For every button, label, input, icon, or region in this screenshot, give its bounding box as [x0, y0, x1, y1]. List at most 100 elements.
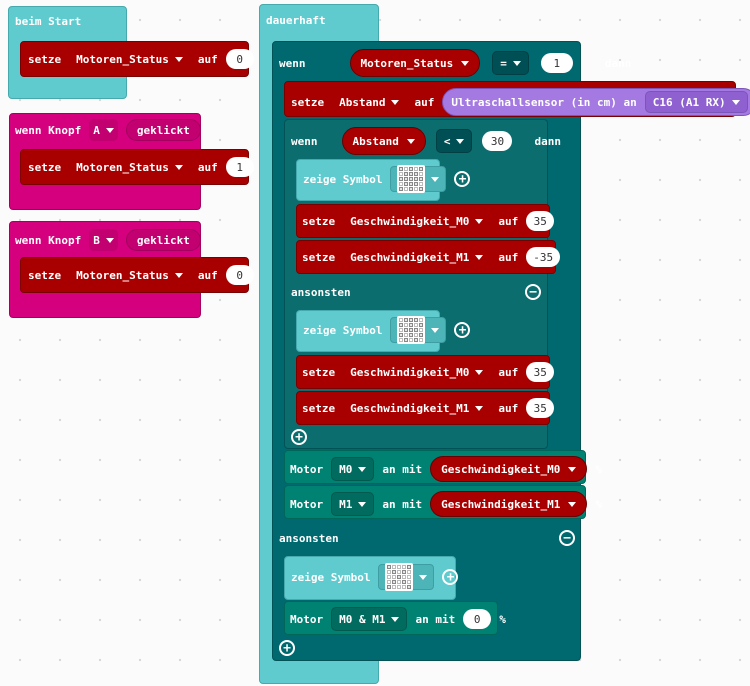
to-keyword: auf — [498, 401, 519, 415]
add-parameter-icon[interactable]: + — [454, 171, 471, 187]
value-input[interactable]: 35 — [526, 362, 555, 382]
value-input[interactable]: 1 — [225, 157, 254, 177]
value-input[interactable]: -35 — [526, 247, 561, 267]
motor-select-dropdown[interactable]: M0 & M1 — [331, 607, 408, 631]
then-keyword: dann — [534, 134, 561, 148]
dropdown-arrow-icon — [475, 254, 484, 260]
variable-dropdown[interactable]: Abstand — [332, 91, 407, 113]
motor-keyword: Motor — [290, 462, 324, 476]
to-keyword: auf — [498, 250, 519, 264]
variable-dropdown[interactable]: Motoren_Status — [69, 48, 190, 70]
sensor-label: Ultraschallsensor (in cm) an — [451, 95, 637, 109]
set-keyword: setze — [28, 160, 62, 174]
variable-name: Geschwindigkeit_M0 — [350, 214, 470, 228]
led-matrix-dropdown[interactable] — [378, 563, 435, 591]
dropdown-arrow-icon — [475, 218, 484, 224]
on-with-keyword: an mit — [415, 612, 456, 626]
motor-name: M0 — [339, 462, 353, 476]
set-keyword: setze — [291, 95, 325, 109]
event-name: geklickt — [136, 123, 190, 137]
motor-select-dropdown[interactable]: M1 — [331, 492, 375, 516]
variable-name: Geschwindigkeit_M1 — [441, 497, 561, 511]
led-matrix-icon — [397, 165, 426, 193]
operator-dropdown[interactable]: = — [492, 51, 529, 75]
variable-dropdown[interactable]: Motoren_Status — [349, 49, 481, 77]
motor-name: M1 — [339, 497, 353, 511]
button-dropdown[interactable]: A — [89, 119, 118, 141]
if-keyword: wenn — [279, 56, 306, 70]
variable-dropdown[interactable]: Geschwindigkeit_M1 — [343, 397, 491, 419]
add-else-if-icon[interactable]: + — [279, 640, 295, 656]
remove-else-icon[interactable]: − — [559, 530, 575, 546]
variable-name: Abstand — [352, 134, 399, 148]
forever-title: dauerhaft — [266, 14, 326, 27]
event-dropdown[interactable]: geklickt — [125, 119, 201, 141]
led-matrix-icon — [385, 563, 414, 591]
variable-dropdown[interactable]: Geschwindigkeit_M0 — [430, 456, 588, 482]
dropdown-arrow-icon — [431, 176, 440, 182]
show-symbol-label: zeige Symbol — [303, 172, 383, 186]
dropdown-arrow-icon — [431, 327, 440, 333]
to-keyword: auf — [197, 268, 218, 282]
dropdown-arrow-icon — [174, 272, 183, 278]
value-input[interactable]: 0 — [463, 609, 492, 629]
button-dropdown[interactable]: B — [89, 229, 118, 251]
dropdown-arrow-icon — [174, 56, 183, 62]
led-matrix-dropdown[interactable] — [390, 316, 447, 344]
set-keyword: setze — [302, 365, 336, 379]
value-input[interactable]: 1 — [540, 53, 573, 73]
dropdown-arrow-icon — [731, 99, 740, 105]
variable-dropdown[interactable]: Geschwindigkeit_M1 — [343, 246, 491, 268]
event-name: geklickt — [136, 233, 190, 247]
on-with-keyword: an mit — [382, 497, 423, 511]
value-input[interactable]: 0 — [225, 49, 254, 69]
set-speed-m0-block-2[interactable] — [296, 355, 550, 389]
dropdown-arrow-icon — [475, 405, 484, 411]
variable-name: Geschwindigkeit_M0 — [350, 365, 470, 379]
variable-dropdown[interactable]: Motoren_Status — [69, 264, 190, 286]
variable-dropdown[interactable]: Abstand — [341, 127, 426, 155]
pin-dropdown[interactable]: C16 (A1 RX) — [644, 91, 748, 113]
remove-else-icon[interactable]: − — [525, 284, 541, 300]
percent-unit: % — [595, 497, 602, 511]
variable-dropdown[interactable]: Geschwindigkeit_M0 — [343, 210, 491, 232]
on-start-title-row: beim Start — [15, 15, 81, 28]
then-keyword: dann — [604, 56, 632, 70]
dropdown-arrow-icon — [456, 138, 465, 144]
value-input[interactable]: 35 — [526, 211, 555, 231]
button-name: B — [93, 233, 100, 247]
pin-name: C16 (A1 RX) — [652, 95, 726, 109]
motor-name: M0 & M1 — [339, 612, 386, 626]
value-input[interactable]: 35 — [526, 398, 555, 418]
value-input[interactable]: 0 — [225, 265, 254, 285]
dropdown-arrow-icon — [475, 369, 484, 375]
variable-dropdown[interactable]: Geschwindigkeit_M1 — [430, 491, 588, 517]
motor-keyword: Motor — [290, 497, 324, 511]
operator-dropdown[interactable]: < — [435, 129, 473, 153]
dropdown-arrow-icon — [512, 60, 521, 66]
set-keyword: setze — [28, 268, 62, 282]
variable-name: Motoren_Status — [360, 56, 454, 70]
ultrasonic-sensor-block[interactable]: Ultraschallsensor (in cm) an C16 (A1 RX) — [442, 88, 750, 116]
dropdown-arrow-icon — [461, 60, 470, 66]
add-parameter-icon[interactable]: + — [454, 322, 471, 338]
event-dropdown[interactable]: geklickt — [125, 229, 201, 251]
led-matrix-dropdown[interactable] — [390, 165, 447, 193]
set-keyword: setze — [302, 401, 336, 415]
variable-name: Motoren_Status — [76, 52, 169, 66]
percent-unit: % — [595, 462, 602, 476]
motor-select-dropdown[interactable]: M0 — [331, 457, 375, 481]
operator: < — [443, 134, 451, 148]
dropdown-arrow-icon — [391, 99, 400, 105]
dropdown-arrow-icon — [391, 616, 400, 622]
value-input[interactable]: 30 — [482, 131, 513, 151]
add-parameter-icon[interactable]: + — [442, 569, 459, 585]
set-keyword: setze — [302, 250, 336, 264]
when-button-label: wenn Knopf — [15, 233, 82, 247]
percent-unit: % — [499, 612, 506, 626]
to-keyword: auf — [498, 214, 519, 228]
variable-name: Abstand — [339, 95, 386, 109]
variable-dropdown[interactable]: Geschwindigkeit_M0 — [343, 361, 491, 383]
variable-dropdown[interactable]: Motoren_Status — [69, 156, 190, 178]
add-else-if-icon[interactable]: + — [291, 429, 307, 445]
